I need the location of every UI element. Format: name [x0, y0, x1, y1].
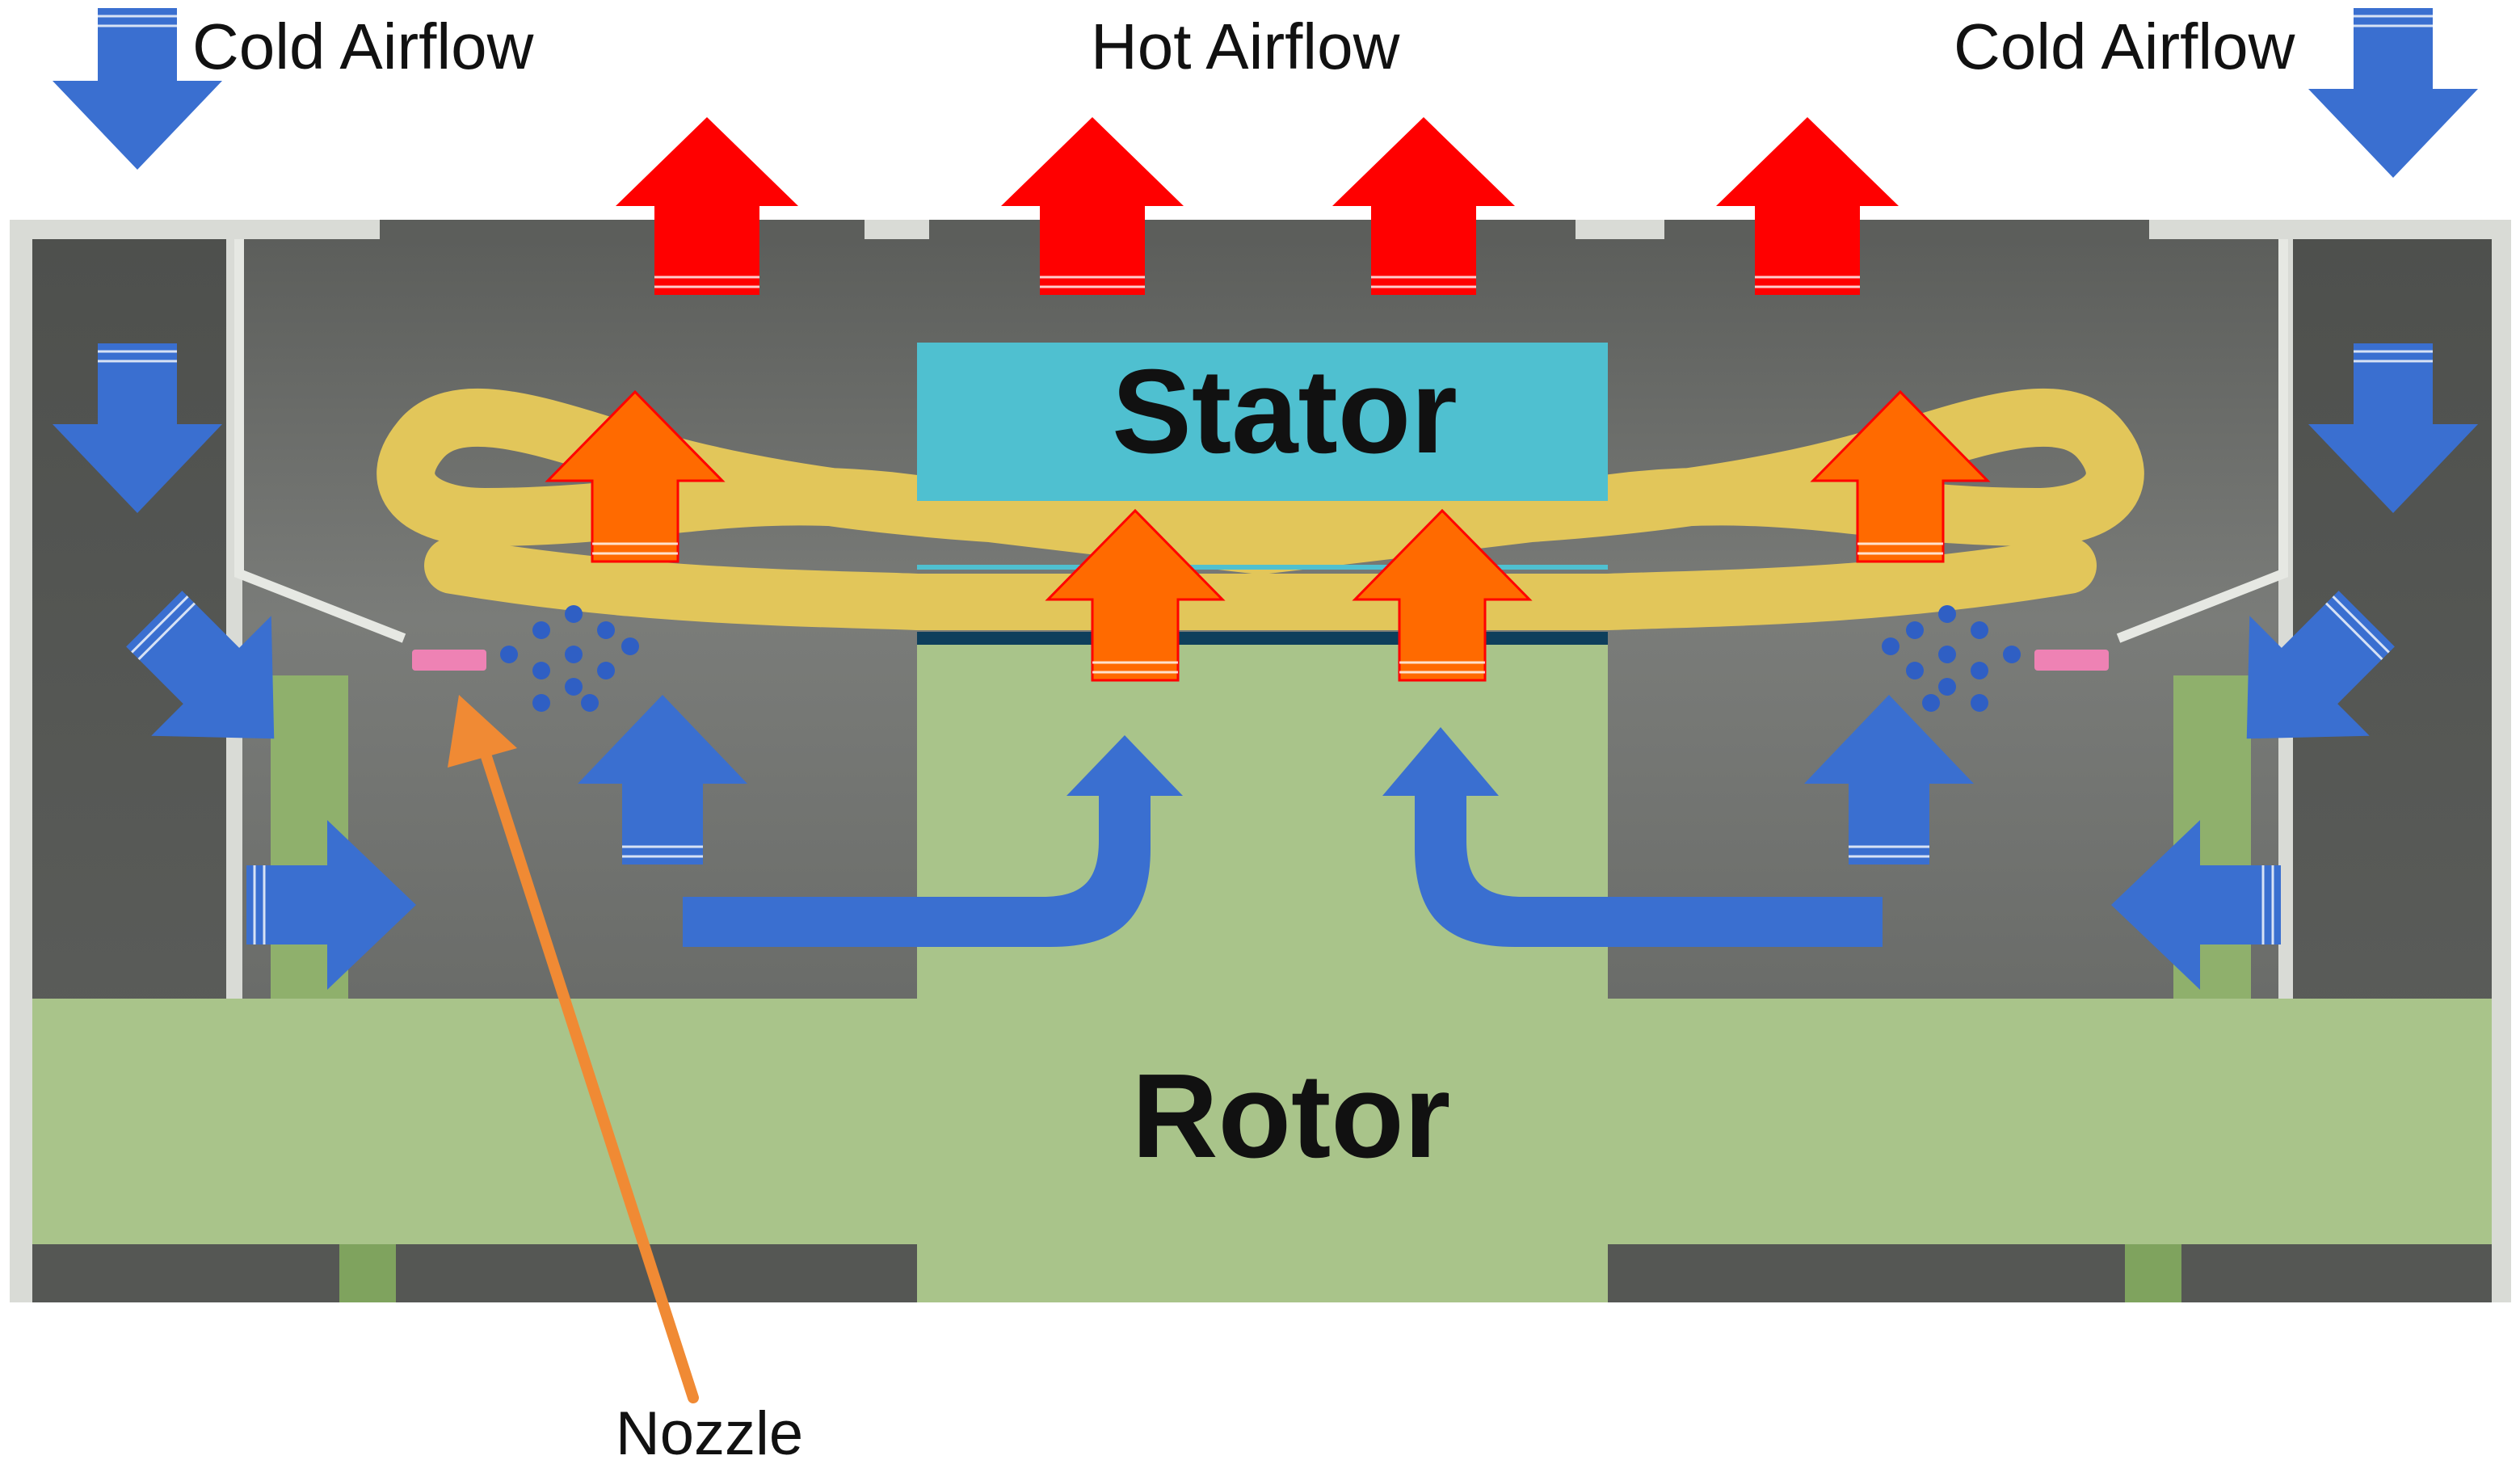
arrow-down-blue: [2111, 820, 2281, 990]
arrow-down-blue: [2246, 591, 2395, 739]
cold-arrow-duct-left: [53, 343, 222, 513]
rotor-label: Rotor: [1132, 1050, 1451, 1183]
droplet-spray: [565, 605, 583, 623]
nozzle-pointer: [448, 695, 699, 1403]
stator-label: Stator: [1112, 345, 1458, 478]
lower-cavity-left: [32, 1244, 917, 1302]
hot-arrow-3: [1332, 117, 1515, 295]
spray-droplets-left: [500, 605, 639, 712]
cold-arrow-in-left: [246, 820, 416, 990]
duct-wall-left: [234, 239, 406, 643]
bent-arrow-body: [683, 792, 1151, 947]
duct-wall-right: [2116, 239, 2288, 643]
spray-droplets-right: [1882, 605, 2021, 712]
arrow-down-blue: [578, 695, 747, 865]
cold-airflow-label-left: Cold Airflow: [192, 11, 534, 82]
hot-arrow-2: [1001, 117, 1184, 295]
stator: [917, 343, 1608, 501]
arrow-up-red: [616, 117, 798, 295]
droplet-spray: [1938, 678, 1956, 696]
droplet-spray: [621, 637, 639, 655]
stator-block: [917, 343, 1608, 501]
droplet-spray: [1906, 662, 1924, 679]
air-gap: [917, 632, 1608, 645]
hot-arrow-4: [1716, 117, 1899, 295]
hot-arrow-1: [616, 117, 798, 295]
arrow-up-orange: [1810, 389, 1991, 563]
rotor-fin-left-lower: [339, 1244, 396, 1302]
nozzles: [412, 605, 2109, 712]
droplet-spray: [565, 678, 583, 696]
cold-arrow-diag-left: [126, 591, 275, 739]
arrow-down-blue: [1804, 695, 1974, 865]
droplet-spray: [565, 646, 583, 663]
rotor-disc: [32, 999, 2492, 1244]
nozzle-left: [412, 650, 486, 671]
arrow-down-blue: [2308, 343, 2478, 513]
top-opening-mid: [929, 220, 1576, 244]
bent-arrow-head: [1382, 727, 1499, 796]
nozzle-label: Nozzle: [616, 1399, 803, 1464]
arrow-down-blue: [53, 343, 222, 513]
droplet-spray: [1938, 605, 1956, 623]
droplet-spray: [1882, 637, 1899, 655]
rotor-fin-right-lower: [2125, 1244, 2181, 1302]
arrow-down-blue: [246, 820, 416, 990]
airflow-arrows: [53, 8, 2478, 990]
arrow-up-orange: [545, 389, 726, 563]
droplet-spray: [597, 621, 615, 639]
lower-cavity-right: [1608, 1244, 2492, 1302]
winding-lower-band: [424, 537, 2097, 630]
arrow-up-orange: [1045, 508, 1226, 682]
bent-arrow-head: [1066, 735, 1183, 796]
droplet-spray: [532, 662, 550, 679]
droplet-spray: [532, 694, 550, 712]
droplet-spray: [1971, 694, 1988, 712]
bent-cold-arrow-right: [1382, 727, 1883, 947]
bent-arrow-body: [1415, 792, 1883, 947]
arrow-stripe: [131, 595, 189, 654]
arrow-down-blue: [53, 8, 222, 170]
heat-arrow-winding-left: [545, 389, 726, 563]
arrow-stripe: [2332, 595, 2390, 654]
heat-arrow-winding-right: [1810, 389, 1991, 563]
top-opening-left: [380, 220, 865, 244]
arrow-down-blue: [126, 591, 275, 739]
hot-airflow-label: Hot Airflow: [1091, 11, 1400, 82]
cold-arrow-duct-right: [2308, 343, 2478, 513]
droplet-spray: [2003, 646, 2021, 663]
droplet-spray: [1971, 662, 1988, 679]
arrow-up-orange: [1352, 508, 1533, 682]
bent-cold-arrow-left: [683, 735, 1183, 947]
cold-arrow-in-right: [2111, 820, 2281, 990]
arrow-stripe: [2324, 602, 2383, 661]
nozzle-pointer-head: [448, 695, 517, 768]
cold-arrow-up-right: [1804, 695, 1974, 865]
droplet-spray: [1971, 621, 1988, 639]
droplet-spray: [1922, 694, 1940, 712]
cold-arrow-top-left: [53, 8, 222, 170]
droplet-spray: [500, 646, 518, 663]
cold-arrow-diag-right: [2246, 591, 2395, 739]
droplet-spray: [597, 662, 615, 679]
arrow-up-red: [1001, 117, 1184, 295]
cold-airflow-label-right: Cold Airflow: [1954, 11, 2295, 82]
droplet-spray: [532, 621, 550, 639]
droplet-spray: [1938, 646, 1956, 663]
droplet-spray: [1906, 621, 1924, 639]
arrow-up-red: [1332, 117, 1515, 295]
cold-arrow-up-left: [578, 695, 747, 865]
top-opening-right: [1664, 220, 2149, 244]
cold-arrow-top-right: [2308, 8, 2478, 178]
heat-arrow-gap-left: [1045, 508, 1226, 682]
winding-loop: [377, 388, 2144, 574]
droplet-spray: [581, 694, 599, 712]
heat-arrow-gap-right: [1352, 508, 1533, 682]
nozzle-right: [2034, 650, 2109, 671]
arrow-up-red: [1716, 117, 1899, 295]
nozzle-pointer-line: [476, 736, 699, 1403]
arrow-stripe: [137, 602, 196, 661]
arrow-down-blue: [2308, 8, 2478, 178]
